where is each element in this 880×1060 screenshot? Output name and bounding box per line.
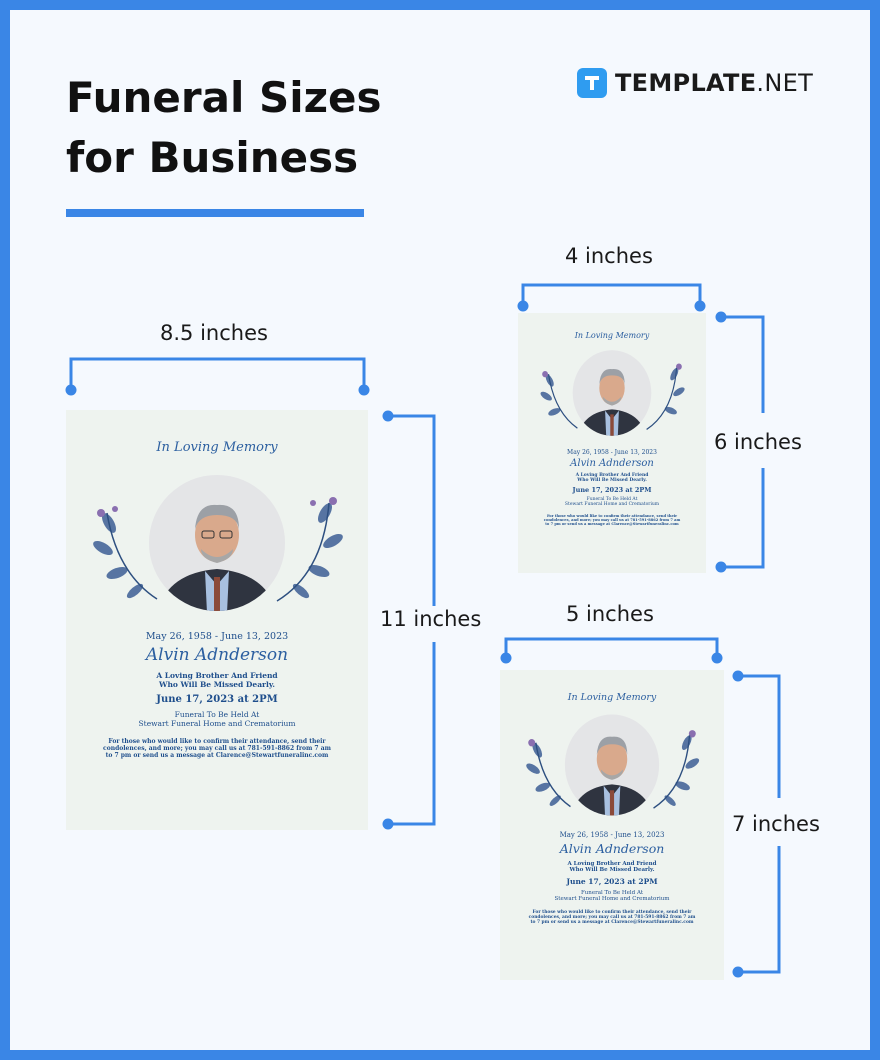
medium-width-label: 5 inches bbox=[566, 602, 654, 626]
card-service-date: June 17, 2023 at 2PM bbox=[566, 877, 658, 886]
small-width-brace bbox=[517, 283, 706, 312]
card-rsvp-1: For those who would like to confirm thei… bbox=[532, 910, 692, 915]
medium-width-brace bbox=[500, 637, 723, 664]
card-rsvp-2: condolences, and more; you may call us a… bbox=[103, 745, 331, 752]
card-small: In Loving Memory bbox=[518, 313, 706, 573]
floral-wreath-icon bbox=[93, 475, 343, 611]
floral-wreath-icon bbox=[540, 350, 685, 436]
card-rsvp-1: For those who would like to confirm thei… bbox=[108, 738, 326, 745]
card-tribute-2: Who Will Be Missed Dearly. bbox=[577, 478, 647, 483]
card-rsvp-3: to 7 pm or send us a message at Clarence… bbox=[530, 920, 694, 925]
card-dates: May 26, 1958 - June 13, 2023 bbox=[145, 631, 289, 642]
floral-wreath-icon bbox=[526, 714, 700, 816]
portrait-photo bbox=[149, 475, 285, 611]
card-large: In Loving Memory bbox=[66, 410, 368, 830]
title-underline bbox=[66, 209, 364, 217]
page-title: Funeral Sizes for Business bbox=[66, 73, 382, 182]
large-width-brace bbox=[65, 357, 370, 396]
card-location-2: Stewart Funeral Home and Crematorium bbox=[564, 502, 660, 507]
card-location-1: Funeral To Be Held At bbox=[586, 497, 638, 502]
brand-logo[interactable]: TEMPLATE.NET bbox=[577, 68, 813, 98]
card-heading: In Loving Memory bbox=[156, 440, 278, 455]
card-location-2: Stewart Funeral Home and Crematorium bbox=[138, 719, 296, 728]
card-medium: In Loving Memory bbox=[500, 670, 724, 980]
large-height-brace bbox=[382, 410, 436, 830]
brand-suffix: .NET bbox=[756, 69, 814, 97]
card-tribute-1: A Loving Brother And Friend bbox=[156, 671, 278, 680]
infographic-frame: Funeral Sizes for Business TEMPLATE.NET … bbox=[10, 10, 870, 1050]
large-width-label: 8.5 inches bbox=[160, 321, 268, 345]
card-tribute-1: A Loving Brother And Friend bbox=[567, 861, 657, 867]
portrait-with-wreath bbox=[522, 713, 702, 817]
card-rsvp-3: to 7 pm or send us a message at Clarence… bbox=[105, 752, 329, 759]
card-tribute-2: Who Will Be Missed Dearly. bbox=[569, 867, 655, 873]
card-rsvp-3: to 7 pm or send us a message at Clarence… bbox=[545, 522, 679, 526]
card-heading: In Loving Memory bbox=[567, 692, 657, 703]
card-name: Alvin Adnderson bbox=[559, 841, 665, 856]
portrait-photo bbox=[564, 714, 660, 816]
card-location-1: Funeral To Be Held At bbox=[580, 890, 644, 896]
small-width-label: 4 inches bbox=[565, 244, 653, 268]
small-height-brace bbox=[715, 311, 765, 573]
card-rsvp-2: condolences, and more; you may call us a… bbox=[528, 915, 696, 920]
card-dates: May 26, 1958 - June 13, 2023 bbox=[567, 449, 657, 456]
card-dates: May 26, 1958 - June 13, 2023 bbox=[559, 831, 665, 839]
card-name: Alvin Adnderson bbox=[145, 645, 289, 665]
card-tribute-2: Who Will Be Missed Dearly. bbox=[159, 680, 275, 689]
medium-height-label: 7 inches bbox=[732, 812, 820, 836]
card-tribute-1: A Loving Brother And Friend bbox=[575, 473, 649, 478]
t-logo-icon bbox=[577, 68, 607, 98]
card-rsvp-1: For those who would like to confirm thei… bbox=[546, 514, 678, 518]
card-location-2: Stewart Funeral Home and Crematorium bbox=[554, 896, 670, 902]
card-service-date: June 17, 2023 at 2PM bbox=[572, 486, 652, 494]
medium-height-brace bbox=[732, 670, 781, 978]
card-name: Alvin Adnderson bbox=[570, 458, 654, 469]
small-height-label: 6 inches bbox=[714, 430, 802, 454]
portrait-with-wreath bbox=[537, 349, 687, 437]
portrait-photo bbox=[572, 350, 652, 436]
card-heading: In Loving Memory bbox=[574, 331, 650, 340]
card-service-date: June 17, 2023 at 2PM bbox=[156, 694, 278, 705]
large-height-label: 11 inches bbox=[380, 607, 482, 631]
card-rsvp-2: condolences, and more; you may call us a… bbox=[543, 518, 681, 522]
card-location-1: Funeral To Be Held At bbox=[174, 710, 260, 719]
portrait-with-wreath bbox=[87, 473, 347, 613]
brand-name: TEMPLATE bbox=[615, 69, 757, 97]
